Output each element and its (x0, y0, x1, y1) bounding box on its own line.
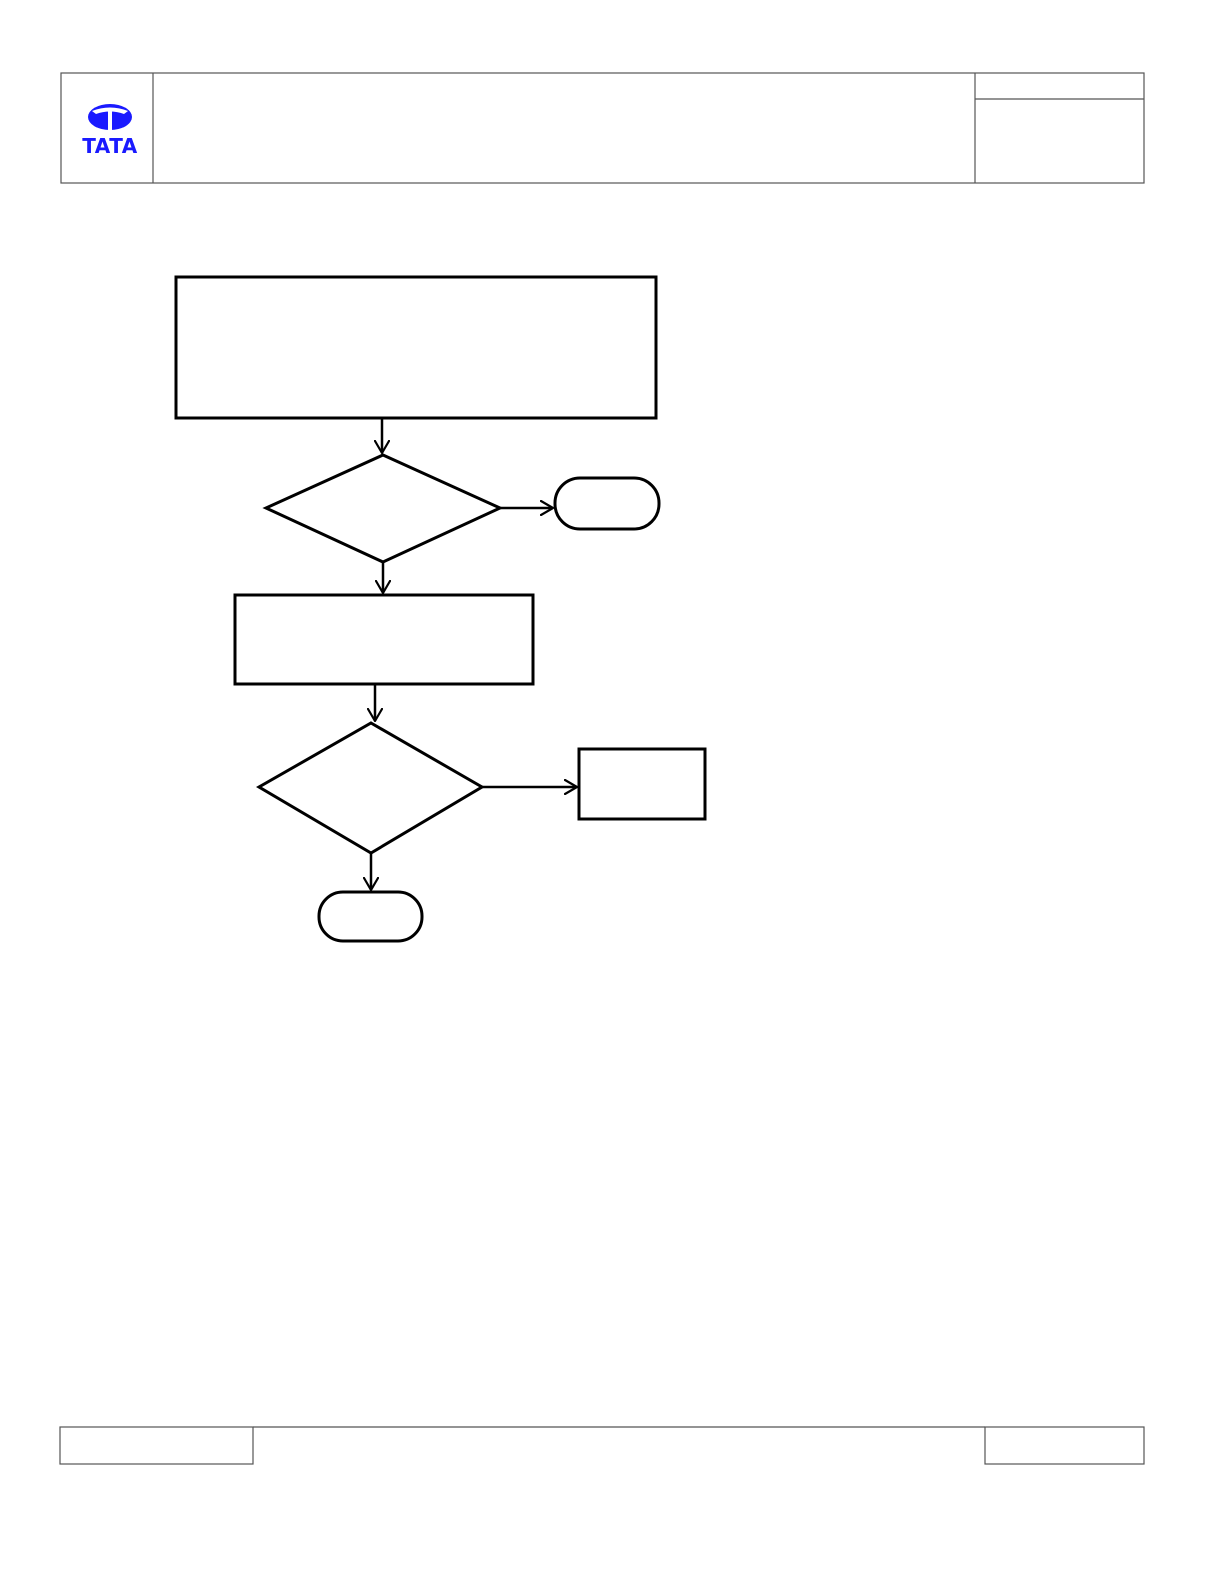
process-box-1 (174, 275, 658, 420)
flowchart (174, 275, 707, 943)
tata-emblem-icon (88, 104, 132, 130)
tata-logo: TATA (82, 104, 138, 158)
process-box-3 (577, 747, 707, 821)
footer-right-cell (984, 1426, 1145, 1465)
connectors (371, 418, 577, 890)
footer-table (59, 1426, 1145, 1465)
footer-left-cell (59, 1426, 254, 1465)
terminal-2 (317, 890, 424, 943)
decision-diamond-1 (262, 453, 504, 564)
terminal-1 (553, 476, 661, 531)
logo-text: TATA (82, 134, 138, 158)
header-table (60, 72, 1145, 184)
process-box-2 (233, 593, 535, 686)
header-outline (60, 72, 1145, 184)
decision-diamond-2 (256, 721, 485, 855)
